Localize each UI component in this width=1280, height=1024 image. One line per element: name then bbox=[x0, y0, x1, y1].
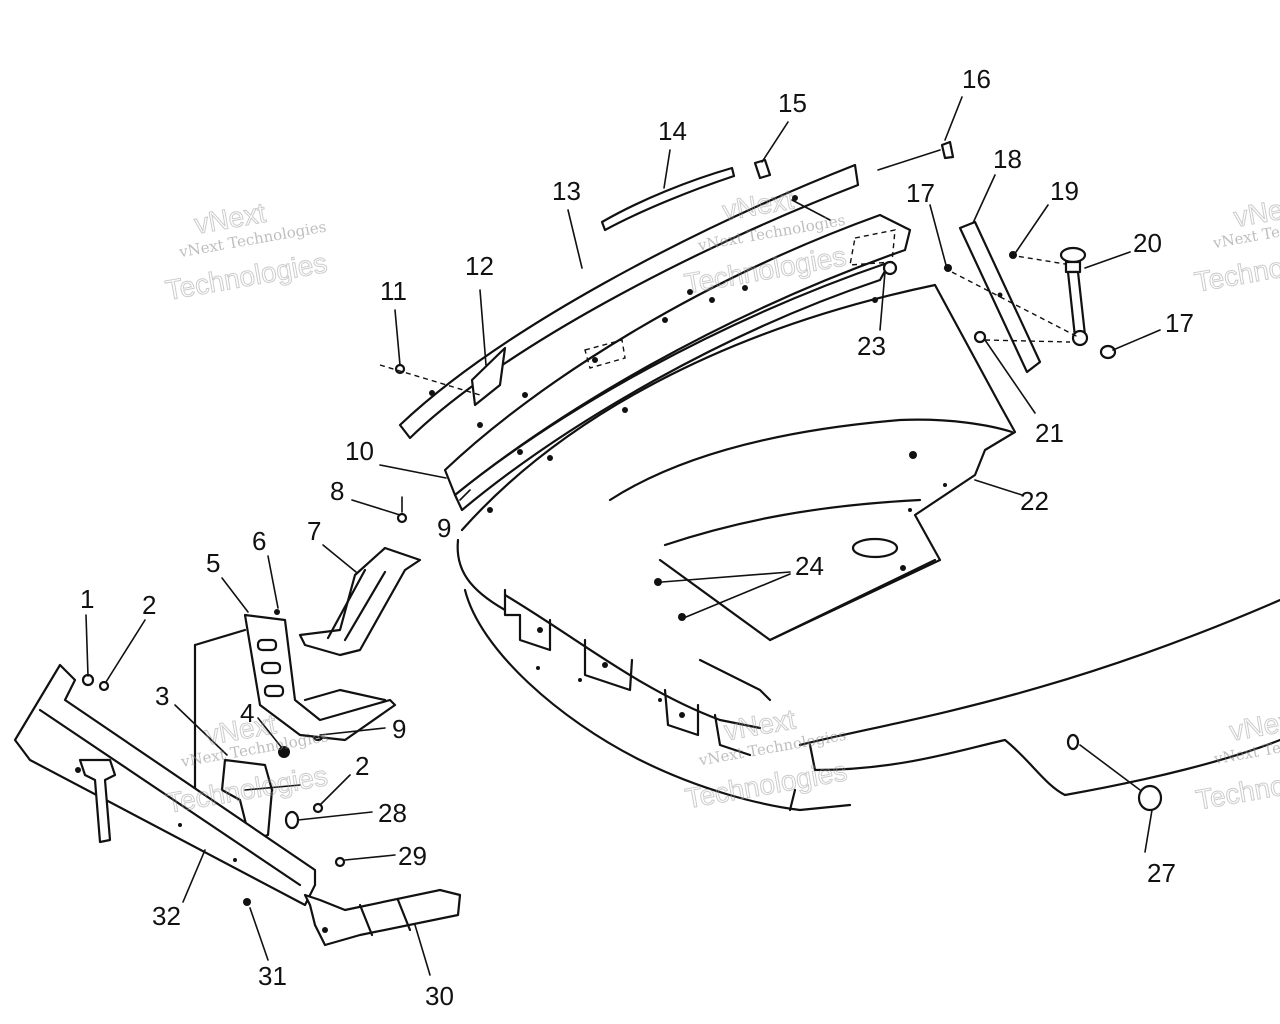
callout-23: 23 bbox=[857, 331, 886, 361]
callout-18: 18 bbox=[993, 144, 1022, 174]
callout-labels: 1 2 3 4 5 6 7 8 9 9 10 11 12 13 14 15 16… bbox=[80, 64, 1194, 1011]
bracket-part-30 bbox=[303, 888, 462, 947]
watermark-big: Technologies bbox=[1194, 757, 1280, 816]
upper-panels bbox=[398, 163, 912, 513]
callout-2b: 2 bbox=[355, 751, 369, 781]
latch-part-20 bbox=[1059, 246, 1117, 360]
panel-holes bbox=[429, 195, 878, 513]
callout-30: 30 bbox=[425, 981, 454, 1011]
callout-15: 15 bbox=[778, 88, 807, 118]
callout-32: 32 bbox=[152, 901, 181, 931]
callout-2a: 2 bbox=[142, 590, 156, 620]
callout-21: 21 bbox=[1035, 418, 1064, 448]
callout-7: 7 bbox=[307, 516, 321, 546]
callout-17b: 17 bbox=[1165, 308, 1194, 338]
callout-5: 5 bbox=[206, 548, 220, 578]
callout-20: 20 bbox=[1133, 228, 1162, 258]
callout-13: 13 bbox=[552, 176, 581, 206]
callout-9a: 9 bbox=[392, 714, 406, 744]
hood-body bbox=[456, 283, 1280, 812]
callout-29: 29 bbox=[398, 841, 427, 871]
callout-14: 14 bbox=[658, 116, 687, 146]
callout-8: 8 bbox=[330, 476, 344, 506]
washer-part-28 bbox=[284, 810, 300, 830]
support-part-7 bbox=[298, 546, 422, 657]
bracket-part-5 bbox=[243, 613, 397, 742]
leader-lines bbox=[85, 96, 1161, 976]
callout-10: 10 bbox=[345, 436, 374, 466]
callout-19: 19 bbox=[1050, 176, 1079, 206]
callout-4: 4 bbox=[240, 698, 254, 728]
callout-22: 22 bbox=[1020, 486, 1049, 516]
callout-31: 31 bbox=[258, 961, 287, 991]
callout-24: 24 bbox=[795, 551, 824, 581]
callout-12: 12 bbox=[465, 251, 494, 281]
watermark-top: vNext bbox=[720, 184, 796, 227]
callout-28: 28 bbox=[378, 798, 407, 828]
callout-1: 1 bbox=[80, 584, 94, 614]
callout-16: 16 bbox=[962, 64, 991, 94]
crossmember-part-32 bbox=[13, 663, 317, 907]
callout-17a: 17 bbox=[906, 178, 935, 208]
callout-3: 3 bbox=[155, 681, 169, 711]
strip-part-14 bbox=[600, 166, 736, 232]
callout-11: 11 bbox=[380, 276, 407, 306]
callout-9b: 9 bbox=[437, 513, 451, 543]
callout-27: 27 bbox=[1147, 858, 1176, 888]
callout-6: 6 bbox=[252, 526, 266, 556]
